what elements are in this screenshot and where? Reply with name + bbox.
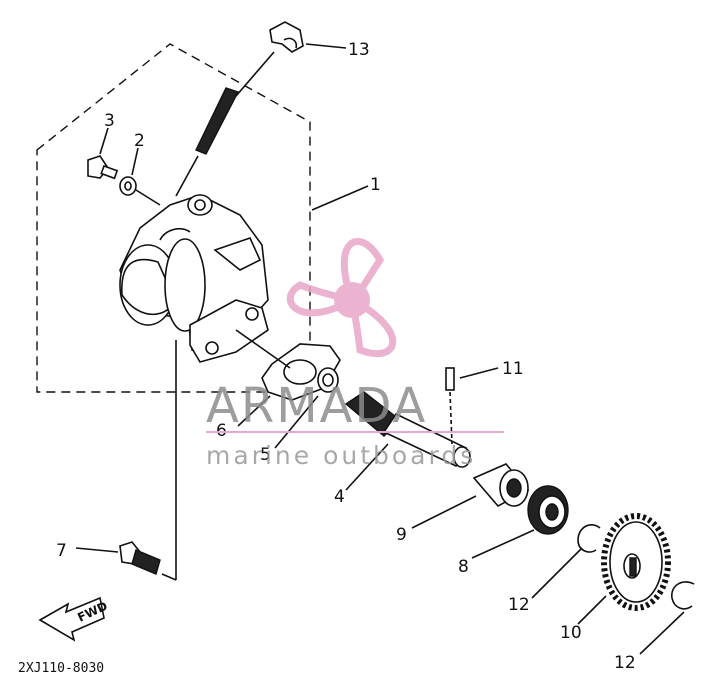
leader-9 <box>411 495 477 529</box>
assembly-line-2 <box>135 189 161 206</box>
callout-12-upper: 12 <box>508 595 530 615</box>
leader-5 <box>274 395 319 449</box>
assembly-line-6 <box>235 329 291 369</box>
bolt-7 <box>119 541 161 575</box>
circlip-12-lower <box>671 581 695 610</box>
diagram-code: 2XJ110-8030 <box>18 661 104 676</box>
callout-7: 7 <box>56 541 67 561</box>
leader-4 <box>345 443 389 491</box>
callout-11: 11 <box>502 359 524 379</box>
callout-5: 5 <box>260 445 271 465</box>
leader-3 <box>99 127 109 155</box>
pump-shaft-4 <box>344 391 471 468</box>
callout-8: 8 <box>458 557 469 577</box>
watermark-propeller-logo <box>286 237 397 358</box>
bolt-3 <box>87 155 119 180</box>
callout-4: 4 <box>334 487 345 507</box>
collar-9 <box>472 463 530 508</box>
gear-10 <box>601 513 671 611</box>
leader-13 <box>305 43 347 49</box>
forward-direction-arrow: FWD <box>38 596 110 642</box>
assembly-line-7b <box>161 573 177 581</box>
circlip-12-upper <box>577 524 601 553</box>
hose-clip-13 <box>269 21 304 53</box>
assembly-boundary <box>36 43 311 393</box>
fuel-pump-body-1 <box>119 194 269 363</box>
leader-2 <box>131 147 139 176</box>
callout-2: 2 <box>134 131 145 151</box>
leader-12-upper <box>531 547 583 599</box>
leader-12-lower <box>639 611 685 655</box>
callout-9: 9 <box>396 525 407 545</box>
oil-seal-5 <box>317 367 339 393</box>
callout-12-lower: 12 <box>614 653 636 673</box>
washer-2 <box>119 176 137 196</box>
leader-7 <box>75 547 119 553</box>
pin-11 <box>445 367 455 445</box>
callout-3: 3 <box>104 111 115 131</box>
callout-10: 10 <box>560 623 582 643</box>
leader-10 <box>577 595 607 625</box>
callout-1: 1 <box>370 175 381 195</box>
callout-13: 13 <box>348 40 370 60</box>
watermark-subtitle: marine outboards <box>206 441 476 470</box>
leader-11 <box>459 367 499 379</box>
leader-6 <box>237 395 271 427</box>
fuel-hose <box>175 51 275 197</box>
bearing-8 <box>527 485 569 535</box>
leader-8 <box>471 529 535 559</box>
watermark-title: ARMADA <box>206 378 427 434</box>
leader-1 <box>311 185 369 211</box>
